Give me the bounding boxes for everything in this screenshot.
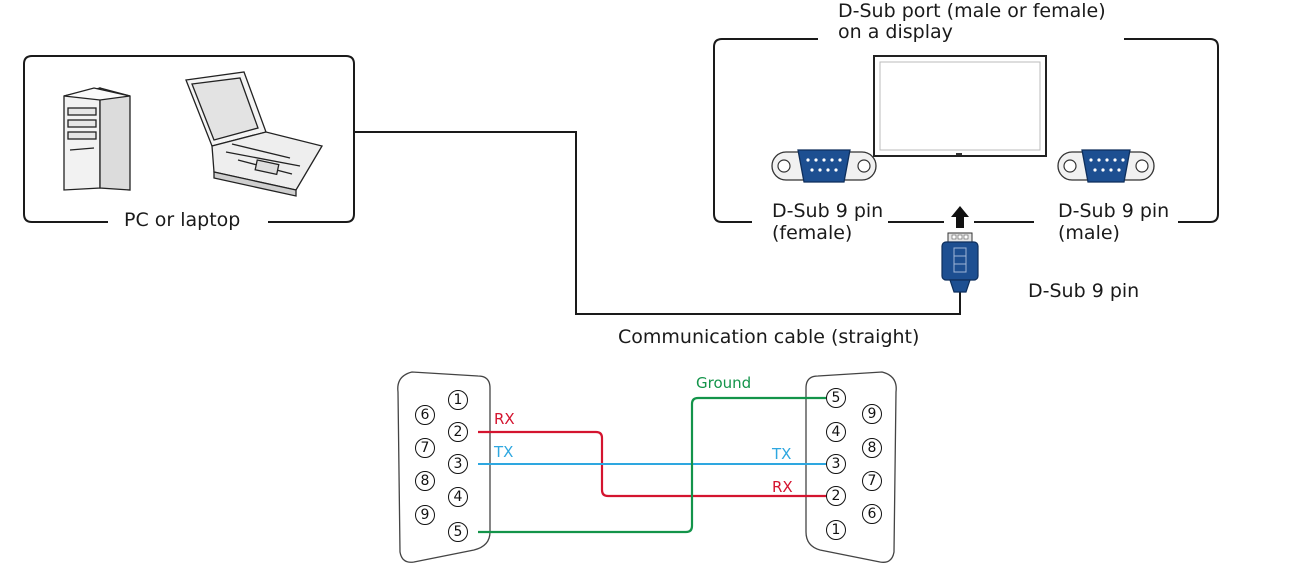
display-box [713, 38, 1219, 223]
desktop-tower-icon [63, 87, 131, 191]
left-pin: 3 [448, 454, 468, 474]
display-port-label-line2: on a display [838, 21, 953, 43]
right-pin: 1 [826, 520, 846, 540]
display-port-label-line1: D-Sub port (male or female) [838, 0, 1106, 22]
male-port-label-line1: D-Sub 9 pin [1058, 200, 1170, 222]
female-port-label-line1: D-Sub 9 pin [772, 200, 884, 222]
dsub-connector-icon [1057, 149, 1155, 183]
right-pin: 3 [826, 454, 846, 474]
cable-label: Communication cable (straight) [618, 326, 920, 348]
dsub-plug-icon [941, 232, 979, 293]
left-connector-outline [397, 371, 491, 563]
left-pin: 4 [448, 487, 468, 507]
left-pin: 9 [415, 505, 435, 525]
right-pin: 2 [826, 486, 846, 506]
communication-cable-line [354, 131, 961, 315]
pc-label: PC or laptop [124, 209, 241, 231]
right-pin: 4 [826, 422, 846, 442]
right-pin: 7 [862, 471, 882, 491]
rx-left-label: RX [494, 410, 515, 428]
right-pin: 5 [826, 388, 846, 408]
arrow-up-icon [951, 206, 969, 228]
ground-wire [478, 396, 826, 534]
left-pin: 7 [415, 438, 435, 458]
tx-left-label: TX [494, 443, 514, 461]
laptop-icon [185, 71, 324, 197]
left-pin: 5 [448, 522, 468, 542]
left-pin: 1 [448, 390, 468, 410]
left-pin: 8 [415, 471, 435, 491]
rx-right-label: RX [772, 478, 793, 496]
plug-label: D-Sub 9 pin [1028, 280, 1140, 302]
right-pin: 9 [862, 404, 882, 424]
right-pin: 8 [862, 438, 882, 458]
ground-label: Ground [696, 374, 752, 392]
left-pin: 2 [448, 422, 468, 442]
male-port-label-line2: (male) [1058, 222, 1120, 244]
tx-right-label: TX [772, 445, 792, 463]
right-pin: 6 [862, 504, 882, 524]
right-connector-outline [805, 371, 897, 563]
monitor-icon [873, 55, 1047, 157]
dsub-connector-icon [771, 149, 877, 183]
female-port-label-line2: (female) [772, 222, 853, 244]
pc-box [23, 55, 355, 223]
left-pin: 6 [415, 405, 435, 425]
